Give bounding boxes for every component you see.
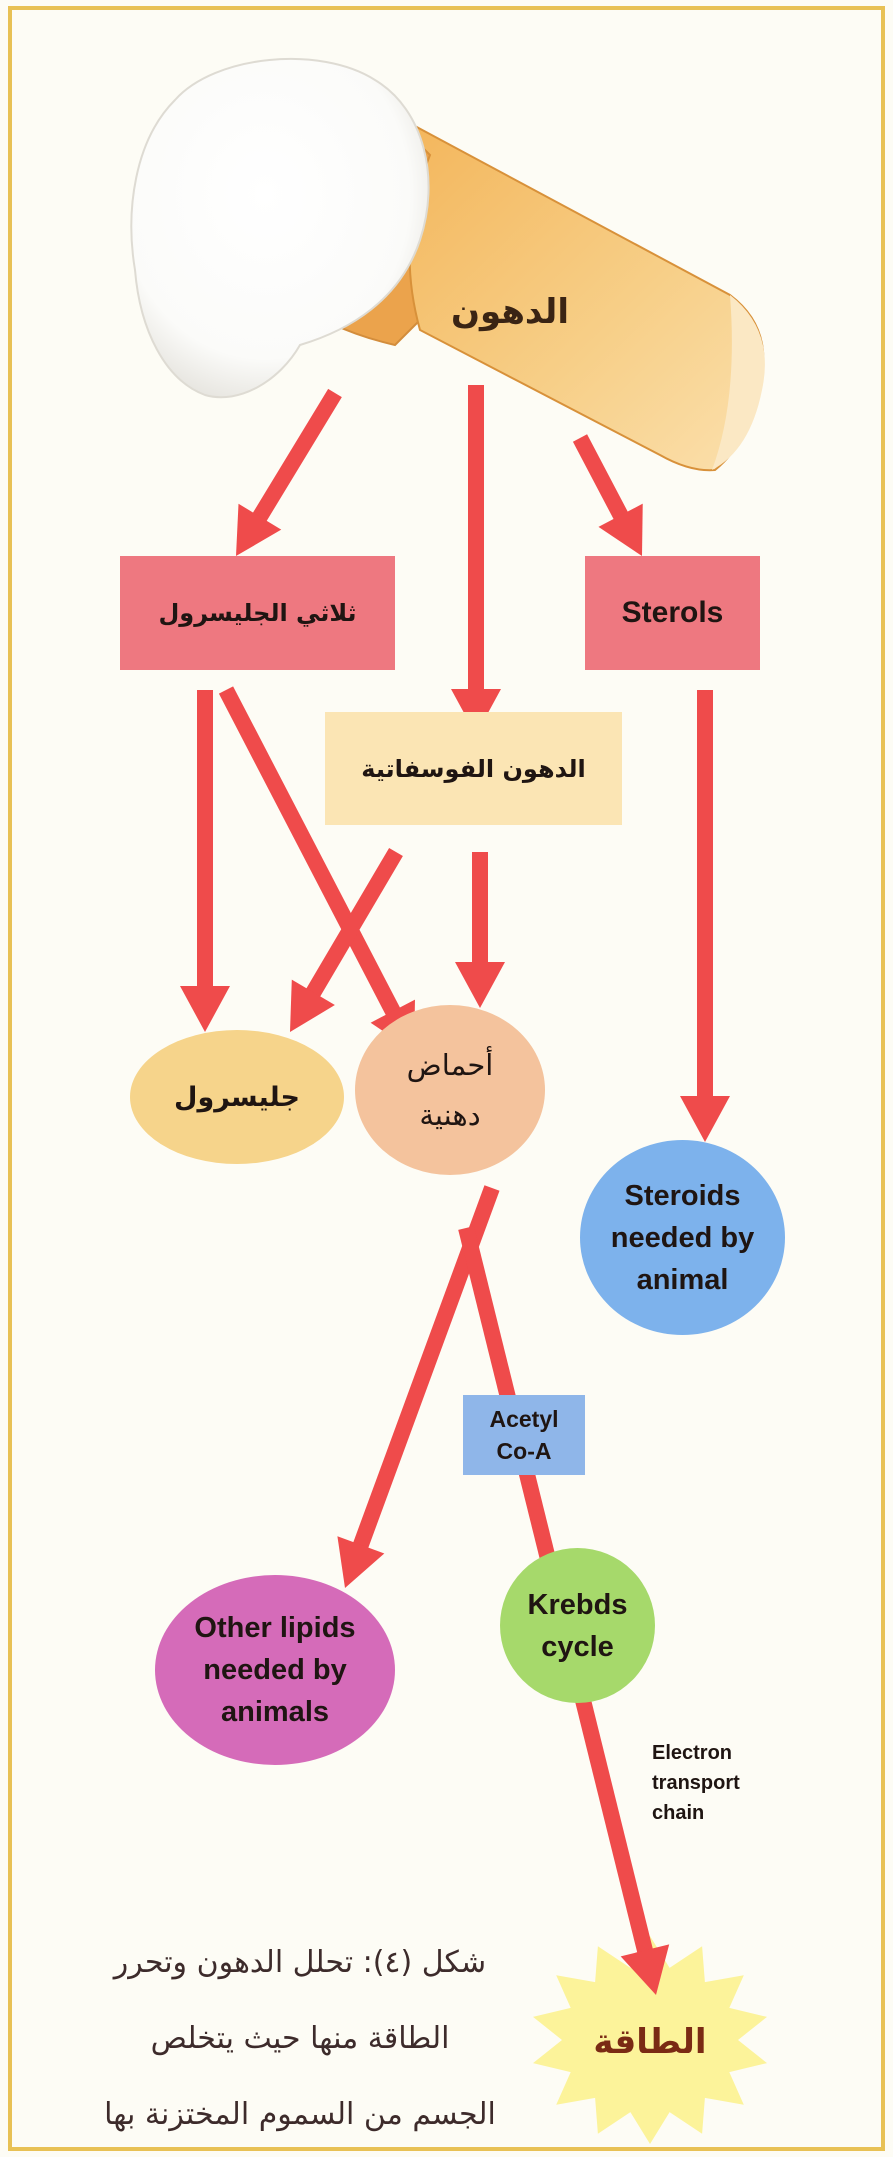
steroids-label-line-1: Steroids: [624, 1179, 741, 1212]
energy-star-layer: [533, 1936, 767, 2144]
krebs-label-line-1: Krebds: [527, 1588, 628, 1621]
energy-starburst: [533, 1936, 767, 2144]
sterols-label: Sterols: [621, 596, 724, 629]
other-lipids-ellipse: Other lipids needed by animals: [155, 1575, 395, 1765]
fatty-acids-ellipse: أحماض دهنية: [355, 1005, 545, 1175]
arrow-fats-to-sterols-shaft: [572, 434, 630, 523]
caption-line-2: الطاقة منها حيث يتخلص: [150, 2021, 450, 2056]
arrow-sterols-to-steroids: [680, 690, 730, 1142]
energy-label: الطاقة: [593, 2022, 707, 2062]
fatty-acids-label-line-1: أحماض: [406, 1048, 494, 1082]
acetyl-coa-label-line-1: Acetyl: [489, 1406, 559, 1432]
arrow-fats-to-phospholipids: [451, 385, 501, 735]
glycerol-ellipse: جليسرول: [130, 1030, 344, 1164]
arrow-fats-to-triglycerides: [236, 388, 342, 556]
arrow-fats-to-sterols-head: [598, 503, 643, 556]
acetyl-coa-box: Acetyl Co-A: [463, 1395, 585, 1475]
arrow-phospholipids-to-fatty-acids: [455, 852, 505, 1008]
arrow-sterols-to-steroids-head: [680, 1096, 730, 1142]
steroids-ellipse: Steroids needed by animal: [580, 1140, 785, 1335]
arrow-phospholipids-to-glycerol-head: [290, 979, 335, 1032]
steroids-label-line-2: needed by: [610, 1221, 755, 1254]
caption-line-1: شكل (٤): تحلل الدهون وتحرر: [113, 1945, 487, 1980]
arrow-fats-to-sterols: [572, 434, 643, 556]
triglycerides-box: ثلاثي الجليسرول: [120, 556, 395, 670]
arrow-phospholipids-to-fatty-acids-head: [455, 962, 505, 1008]
triglycerides-label: ثلاثي الجليسرول: [158, 599, 357, 627]
phospholipids-label: الدهون الفوسفاتية: [361, 754, 586, 783]
arrow-fatty-acids-to-other-lipids-head: [337, 1536, 385, 1588]
other-lipids-label-line-1: Other lipids: [194, 1612, 356, 1644]
arrow-triglycerides-to-fatty-acids-shaft: [218, 686, 402, 1019]
arrow-phospholipids-to-glycerol-shaft: [304, 847, 403, 1000]
page-frame: [8, 6, 885, 2151]
electron-transport-line-2: transport: [652, 1772, 740, 1794]
caption-line-3: الجسم من السموم المختزنة بها: [104, 2097, 496, 2132]
other-lipids-label-line-3: animals: [221, 1696, 329, 1728]
acetyl-coa-label-line-2: Co-A: [496, 1438, 552, 1464]
arrow-phospholipids-to-glycerol: [290, 847, 403, 1032]
phospholipids-box: الدهون الفوسفاتية: [325, 712, 622, 825]
electron-transport-line-1: Electron: [652, 1742, 733, 1764]
steroids-label-line-3: animal: [636, 1263, 729, 1296]
krebs-cycle-circle: Krebds cycle: [500, 1548, 655, 1703]
arrow-triglycerides-to-glycerol: [180, 690, 230, 1032]
white-fat-lump: [130, 58, 430, 399]
sterols-box: Sterols: [585, 556, 760, 670]
arrow-fatty-acids-to-energy-head: [620, 1944, 670, 1995]
arrow-triglycerides-to-glycerol-head: [180, 986, 230, 1032]
arrow-fats-to-triglycerides-shaft: [250, 388, 342, 525]
fats-label: الدهون: [451, 292, 569, 332]
electron-transport-line-3: chain: [652, 1802, 705, 1824]
fats-illustration: [130, 58, 765, 472]
butter-block-end: [712, 295, 765, 470]
electron-transport-chain-label: Electron transport chain: [652, 1738, 802, 1828]
figure-caption: شكل (٤): تحلل الدهون وتحرر الطاقة منها ح…: [40, 1925, 560, 2153]
fatty-acids-label-line-2: دهنية: [419, 1098, 481, 1132]
other-lipids-label-line-2: needed by: [203, 1654, 347, 1686]
arrow-fats-to-triglycerides-head: [236, 503, 282, 556]
krebs-label-line-2: cycle: [541, 1630, 614, 1663]
glycerol-label: جليسرول: [174, 1081, 300, 1113]
